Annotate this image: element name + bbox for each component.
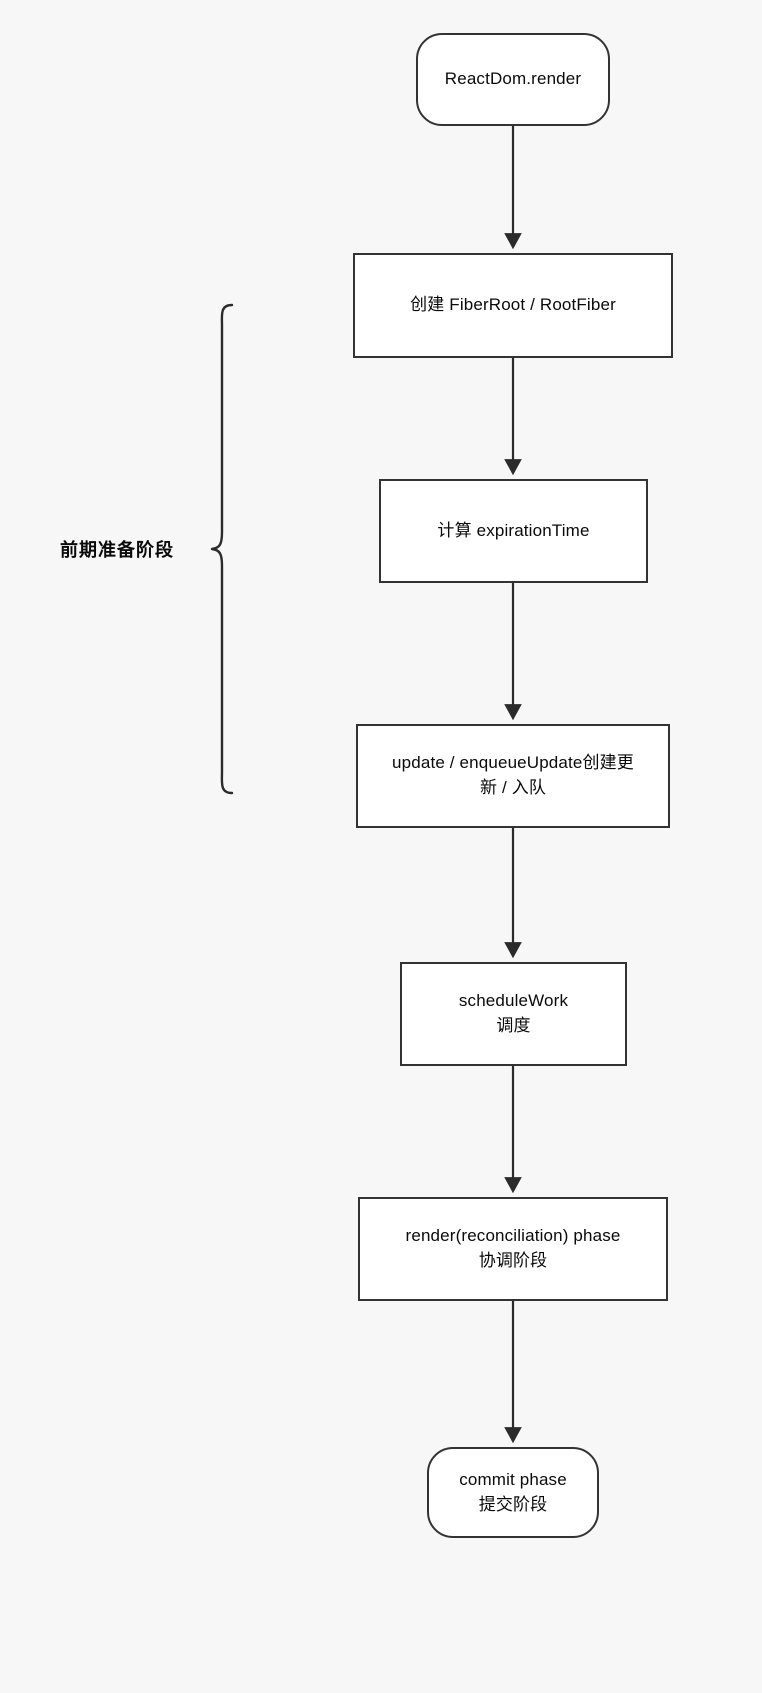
- node-react-dom-render-label: ReactDom.render: [444, 69, 582, 89]
- node-create-fiber-root-label: 创建 FiberRoot / RootFiber: [410, 295, 616, 315]
- prep-phase-label: 前期准备阶段: [60, 540, 174, 560]
- prep-phase-brace-icon: [210, 303, 234, 795]
- node-react-dom-render[interactable]: ReactDom.render: [416, 33, 610, 126]
- node-render-phase[interactable]: render(reconciliation) phase 协调阶段: [358, 1197, 668, 1301]
- node-create-fiber-root[interactable]: 创建 FiberRoot / RootFiber: [353, 253, 673, 358]
- node-compute-expiration-time[interactable]: 计算 expirationTime: [379, 479, 648, 583]
- node-enqueue-update[interactable]: update / enqueueUpdate创建更 新 / 入队: [356, 724, 670, 828]
- node-enqueue-update-label: update / enqueueUpdate创建更 新 / 入队: [392, 753, 634, 797]
- node-render-phase-label: render(reconciliation) phase 协调阶段: [405, 1226, 621, 1270]
- node-commit-phase-label: commit phase 提交阶段: [459, 1469, 567, 1514]
- node-schedule-work-label: scheduleWork 调度: [458, 991, 569, 1035]
- node-compute-expiration-time-label: 计算 expirationTime: [437, 520, 590, 540]
- node-schedule-work[interactable]: scheduleWork 调度: [400, 962, 627, 1066]
- node-commit-phase[interactable]: commit phase 提交阶段: [427, 1447, 599, 1538]
